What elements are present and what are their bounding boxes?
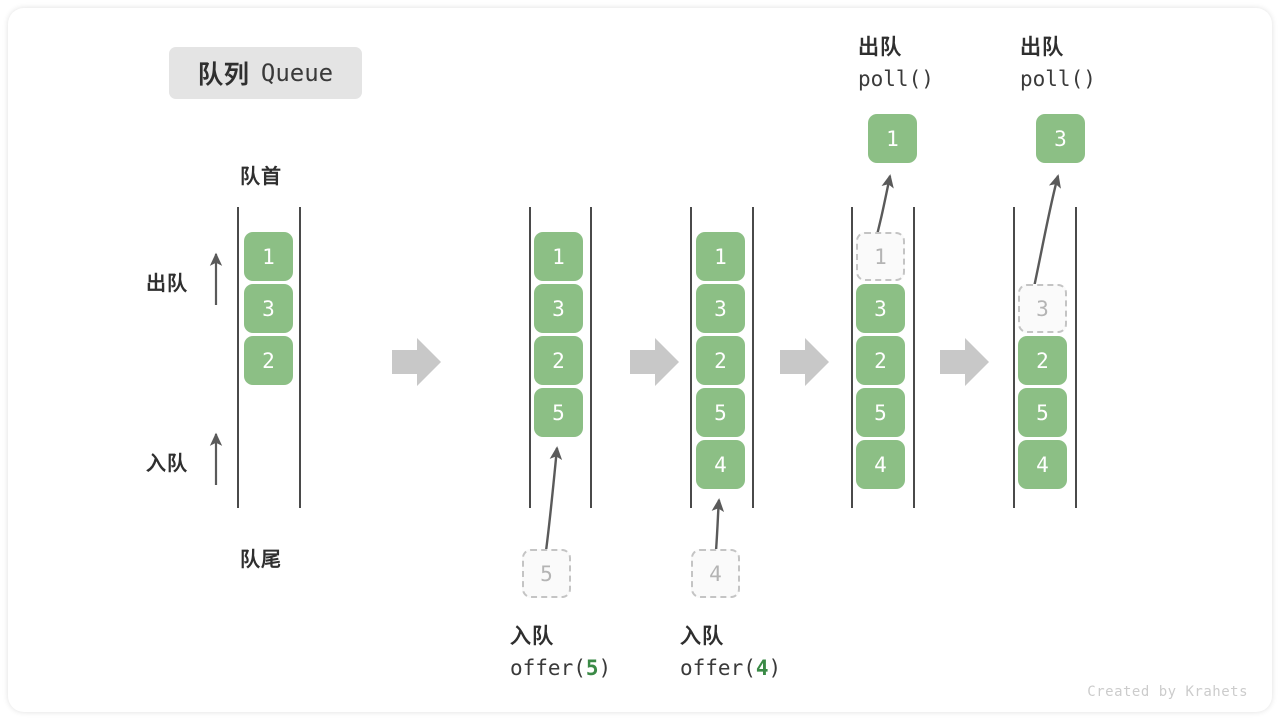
caption-poll-2-code: poll() (1020, 67, 1096, 91)
queue-3-item-0: 1 (696, 232, 745, 281)
queue-2-item-2: 2 (534, 336, 583, 385)
label-front: 队首 (240, 166, 282, 188)
popped-item-3: 3 (1036, 114, 1085, 163)
queue-5-item-0: 2 (1018, 336, 1067, 385)
title-cn: 队列 (197, 61, 250, 89)
caption-poll-1: 出队 poll() (858, 31, 934, 91)
queue-2-item-3: 5 (534, 388, 583, 437)
queue-5-item-2: 4 (1018, 440, 1067, 489)
queue-1-item-0: 1 (244, 232, 293, 281)
caption-offer-5: 入队 offer(5) (510, 620, 611, 680)
caption-offer-5-cn: 入队 (510, 625, 554, 648)
queue-5-item-1: 5 (1018, 388, 1067, 437)
label-rear: 队尾 (240, 549, 282, 571)
queue-1-item-1: 3 (244, 284, 293, 333)
queue-rail-right-2 (590, 207, 592, 508)
diagram-title-badge: 队列 Queue (169, 47, 362, 99)
queue-4-ghost-head: 1 (856, 232, 905, 281)
caption-poll-1-code: poll() (858, 67, 934, 91)
queue-rail-right-1 (299, 207, 301, 508)
queue-4-item-1: 2 (856, 336, 905, 385)
queue-1-item-2: 2 (244, 336, 293, 385)
step-arrow-2 (630, 338, 679, 386)
caption-offer-5-code: offer(5) (510, 656, 612, 680)
queue-3-item-1: 3 (696, 284, 745, 333)
caption-poll-2-cn: 出队 (1020, 36, 1064, 59)
queue-3-item-3: 5 (696, 388, 745, 437)
queue-rail-left-3 (690, 207, 692, 508)
queue-4-item-3: 4 (856, 440, 905, 489)
queue-rail-right-4 (913, 207, 915, 508)
step-arrow-3 (780, 338, 829, 386)
popped-item-1: 1 (868, 114, 917, 163)
queue-rail-left-5 (1013, 207, 1015, 508)
queue-rail-right-3 (752, 207, 754, 508)
caption-offer-4: 入队 offer(4) (680, 620, 781, 680)
label-dequeue: 出队 (146, 273, 188, 295)
caption-offer-4-cn: 入队 (680, 625, 724, 648)
step-arrow-4 (940, 338, 989, 386)
title-en: Queue (260, 59, 334, 87)
label-enqueue: 入队 (146, 453, 188, 475)
poll-3-arrow (1031, 174, 1061, 293)
caption-offer-4-code: offer(4) (680, 656, 782, 680)
queue-4-item-2: 5 (856, 388, 905, 437)
offer-5-arrow (544, 446, 563, 552)
credit-text: Created by Krahets (1087, 684, 1248, 700)
queue-3-item-4: 4 (696, 440, 745, 489)
caption-poll-2: 出队 poll() (1020, 31, 1096, 91)
offer-4-arrow (711, 498, 725, 552)
queue-4-item-0: 3 (856, 284, 905, 333)
queue-rail-right-5 (1075, 207, 1077, 508)
offer-5-ghost-box: 5 (522, 549, 571, 598)
caption-poll-1-cn: 出队 (858, 36, 902, 59)
queue-2-item-0: 1 (534, 232, 583, 281)
queue-rail-left-2 (529, 207, 531, 508)
queue-rail-left-1 (237, 207, 239, 508)
offer-4-ghost-box: 4 (691, 549, 740, 598)
queue-5-ghost-head: 3 (1018, 284, 1067, 333)
queue-3-item-2: 2 (696, 336, 745, 385)
queue-rail-left-4 (851, 207, 853, 508)
step-arrow-1 (392, 338, 441, 386)
queue-2-item-1: 3 (534, 284, 583, 333)
